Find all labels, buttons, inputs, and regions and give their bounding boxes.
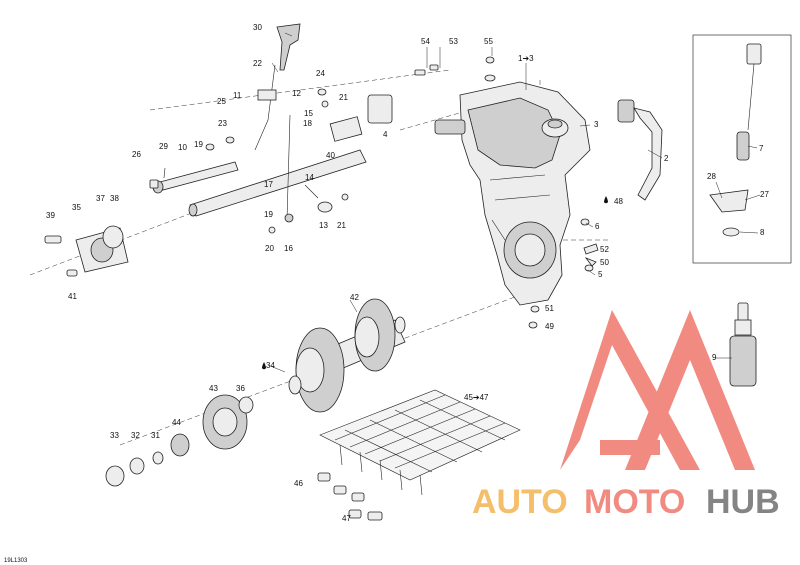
ref-label: 27 (760, 190, 769, 199)
ref-label: 42 (350, 293, 359, 302)
ref-label: 11 (233, 91, 242, 100)
shift-lever-assembly (254, 23, 333, 223)
ref-label: 51 (545, 304, 554, 313)
ref-label: 21 (337, 221, 346, 230)
watermark-auto: AUTO (472, 483, 568, 521)
ref-label: 54 (421, 37, 430, 46)
input-shaft (188, 116, 367, 217)
drive-chain-assembly (317, 389, 521, 521)
watermark-logo: AUTO MOTO HUB (472, 310, 780, 521)
ref-label: 55 (484, 37, 493, 46)
ref-label: 10 (178, 143, 187, 152)
speed-sensor (709, 43, 762, 237)
ref-label: 20 (265, 244, 274, 253)
ref-label: 15 (304, 109, 313, 118)
ref-label: 6 (595, 222, 600, 231)
ref-label: 23 (218, 119, 227, 128)
ref-label: 28 (707, 172, 716, 181)
ref-label: 44 (172, 418, 181, 427)
callout-labels: 1➔3 2 3 4 5 6 7 8 9 10 11 12 13 14 15 16… (4, 23, 769, 564)
bearing-cover (44, 225, 129, 277)
ref-label: 12 (292, 89, 301, 98)
ref-label: 31 (151, 431, 160, 440)
ref-label: 45➔47 (464, 393, 489, 402)
ref-label: 26 (132, 150, 141, 159)
ref-label: 21 (339, 93, 348, 102)
ref-label: 32 (131, 431, 140, 440)
ref-label: 29 (159, 142, 168, 151)
ref-label: 43 (209, 384, 218, 393)
ref-label: 1➔3 (518, 54, 534, 63)
ref-label: 22 (253, 59, 262, 68)
ref-label: 38 (110, 194, 119, 203)
ref-label: 16 (284, 244, 293, 253)
ref-label: 40 (326, 151, 335, 160)
ref-label: 9 (712, 353, 717, 362)
ref-label: 33 (110, 431, 119, 440)
ref-label: 19 (264, 210, 273, 219)
ref-label: 46 (294, 479, 303, 488)
ref-label: 39 (46, 211, 55, 220)
sensor-detail-box (692, 34, 792, 264)
ref-label: 25 (217, 97, 226, 106)
oil-drop-icon (262, 196, 608, 370)
ref-label: 50 (600, 258, 609, 267)
ref-label: 13 (319, 221, 328, 230)
ref-label: 47 (342, 514, 351, 523)
wire-harness (617, 99, 663, 201)
ref-label: 2 (664, 154, 669, 163)
ref-label: 24 (316, 69, 325, 78)
sprocket-cover (105, 394, 254, 487)
leader-lines (267, 32, 761, 373)
oil-bottle (729, 302, 757, 387)
ref-label: 53 (449, 37, 458, 46)
ref-label: 7 (759, 144, 764, 153)
drive-sprocket-shaft (288, 298, 406, 413)
ref-label: 17 (264, 180, 273, 189)
ref-label: 30 (253, 23, 262, 32)
ref-label: 35 (72, 203, 81, 212)
ref-label: 18 (303, 119, 312, 128)
ref-label: 14 (305, 173, 314, 182)
ref-label: 48 (614, 197, 623, 206)
watermark-hub: HUB (706, 483, 780, 521)
ref-label: 8 (760, 228, 765, 237)
ref-label: 19 (194, 140, 203, 149)
watermark-moto: MOTO (584, 483, 685, 521)
ref-label: 37 (96, 194, 105, 203)
fasteners (149, 56, 599, 329)
ref-label: 34 (266, 361, 275, 370)
ref-label: 49 (545, 322, 554, 331)
ref-label: 52 (600, 245, 609, 254)
ref-label: 3 (594, 120, 599, 129)
ref-label: 5 (598, 270, 603, 279)
diagram-code: 19L1303 (4, 558, 28, 564)
gearbox-housing (434, 81, 591, 306)
ref-label: 4 (383, 130, 388, 139)
ref-label: 41 (68, 292, 77, 301)
ref-label: 36 (236, 384, 245, 393)
